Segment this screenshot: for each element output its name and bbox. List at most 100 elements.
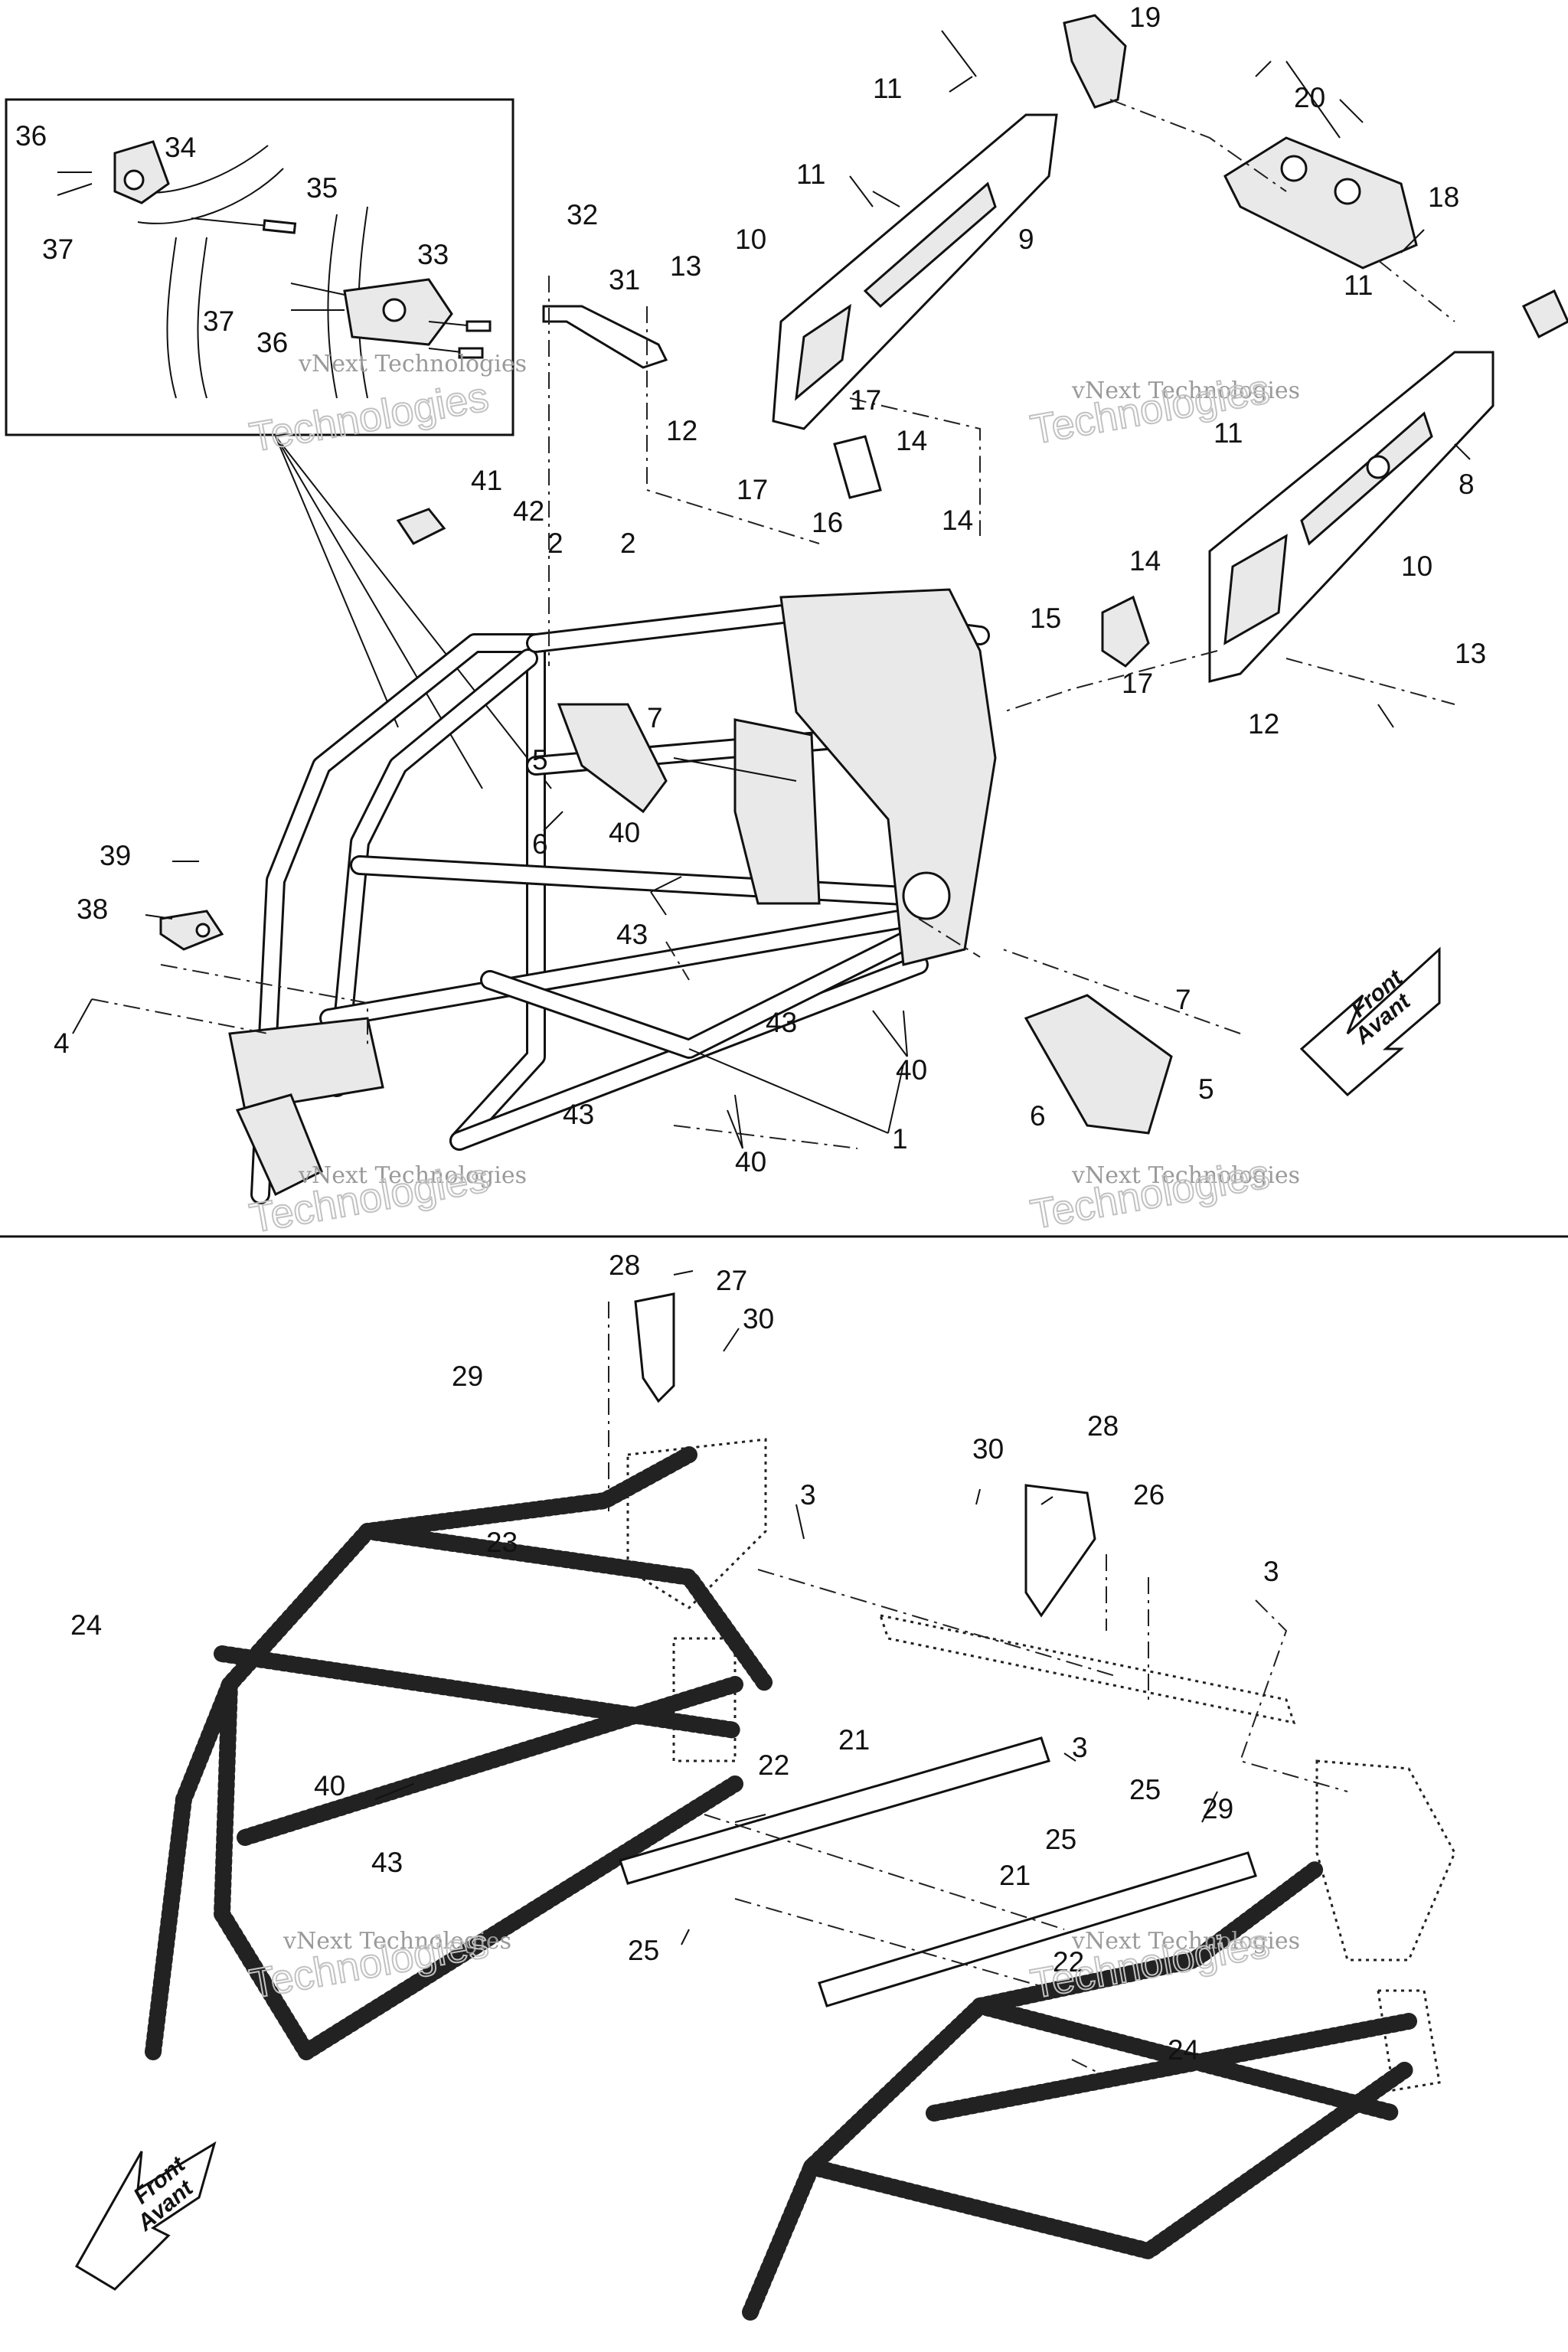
callout-22: 22 [1053, 1946, 1084, 1978]
dotted-frame-left [145, 1438, 774, 2060]
top-callout-labels: 1 2 2 4 5 5 6 6 7 7 8 9 10 10 11 11 11 1… [15, 2, 1486, 1178]
footpeg-5-left [557, 703, 668, 814]
rail-21-lower [818, 1851, 1257, 2007]
bracket-26 [1024, 1484, 1096, 1618]
main-frame [228, 588, 997, 1204]
detail-inset-box [5, 98, 514, 436]
callout-10: 10 [735, 224, 766, 255]
footpeg-5-right [1024, 994, 1173, 1135]
callout-28: 28 [609, 1250, 640, 1281]
callout-11: 11 [873, 73, 902, 104]
callout-34: 34 [165, 132, 196, 163]
callout-5: 5 [1198, 1073, 1214, 1105]
callout-21: 21 [838, 1724, 870, 1756]
watermark-small: vNext Technologies [298, 351, 527, 377]
callout-40: 40 [735, 1146, 766, 1178]
side-panel-8 [1208, 351, 1494, 683]
callout-12: 12 [666, 415, 697, 446]
callout-11: 11 [1344, 270, 1373, 301]
bottom-callout-labels: 3 3 3 3 21 21 22 22 23 24 24 25 25 25 26… [70, 1250, 1279, 2066]
callout-19: 19 [1129, 2, 1161, 33]
callout-40: 40 [314, 1770, 345, 1802]
bracket-27 [634, 1292, 675, 1403]
callout-30: 30 [743, 1303, 774, 1334]
callout-11: 11 [1214, 417, 1243, 449]
bottom-leaders [374, 1270, 1218, 1945]
bracket-15 [1101, 595, 1150, 668]
callout-42: 42 [513, 495, 544, 527]
callout-27: 27 [716, 1265, 747, 1296]
callout-1: 1 [892, 1123, 908, 1155]
callout-25: 25 [628, 1935, 659, 1966]
bottom-panel: 3 3 3 3 21 21 22 22 23 24 24 25 25 25 26… [70, 1250, 1456, 2321]
callout-18: 18 [1428, 181, 1459, 213]
front-arrow-bottom: Front Avant [74, 2141, 217, 2291]
callout-22: 22 [758, 1749, 789, 1781]
callout-6: 6 [1030, 1100, 1046, 1132]
callout-32: 32 [567, 199, 598, 230]
callout-9: 9 [1018, 224, 1034, 255]
rail-21-upper [619, 1736, 1050, 1885]
inset-drawing [57, 140, 492, 399]
callout-43: 43 [371, 1847, 403, 1878]
callout-33: 33 [417, 239, 449, 270]
callout-11: 11 [796, 158, 825, 190]
callout-37: 37 [42, 234, 74, 265]
callout-38: 38 [77, 893, 108, 925]
callout-37: 37 [203, 305, 234, 337]
callout-26: 26 [1133, 1479, 1165, 1511]
callout-29: 29 [1202, 1793, 1233, 1824]
callout-41: 41 [471, 465, 502, 496]
callout-31: 31 [609, 264, 640, 296]
callout-7: 7 [647, 702, 663, 733]
callout-3: 3 [1072, 1732, 1088, 1763]
callout-21: 21 [999, 1860, 1031, 1891]
bracket-16 [833, 435, 882, 499]
callout-28: 28 [1087, 1410, 1119, 1442]
callout-16: 16 [812, 507, 843, 538]
callout-14: 14 [896, 425, 927, 456]
callout-3: 3 [1263, 1556, 1279, 1587]
callout-10: 10 [1401, 550, 1432, 582]
callout-6: 6 [532, 828, 548, 860]
callout-24: 24 [70, 1609, 102, 1641]
bracket-31 [542, 305, 668, 369]
callout-14: 14 [1129, 545, 1161, 577]
callout-17: 17 [737, 474, 768, 505]
callout-13: 13 [670, 250, 701, 282]
callout-4: 4 [54, 1027, 70, 1059]
bracket-18 [1223, 136, 1418, 270]
callout-35: 35 [306, 172, 338, 204]
callout-43: 43 [563, 1099, 594, 1130]
side-panel-9 [772, 113, 1058, 430]
callout-13: 13 [1455, 638, 1486, 669]
callout-36: 36 [256, 327, 288, 358]
callout-25: 25 [1129, 1774, 1161, 1805]
bracket-41 [396, 508, 446, 545]
bracket-38 [159, 910, 224, 951]
watermark-small: vNext Technologies [1071, 1162, 1300, 1189]
callout-14: 14 [942, 505, 973, 536]
callout-39: 39 [100, 840, 131, 871]
callout-12: 12 [1248, 708, 1279, 740]
top-leaders [72, 30, 1471, 1149]
callout-36: 36 [15, 120, 47, 152]
callout-25: 25 [1045, 1824, 1076, 1855]
bracket-19 [1063, 14, 1127, 109]
callout-20: 20 [1294, 82, 1325, 113]
callout-3: 3 [800, 1479, 816, 1511]
callout-30: 30 [972, 1433, 1004, 1465]
top-panel: 1 2 2 4 5 5 6 6 7 7 8 9 10 10 11 11 11 1… [5, 2, 1568, 1243]
callout-17: 17 [1122, 668, 1153, 699]
callout-15: 15 [1030, 603, 1061, 634]
callout-5: 5 [532, 744, 548, 776]
callout-8: 8 [1459, 469, 1475, 500]
watermark-small: vNext Technologies [1071, 377, 1300, 404]
callout-17: 17 [850, 384, 881, 416]
callout-24: 24 [1168, 2034, 1199, 2066]
callout-40: 40 [896, 1054, 927, 1086]
callout-43: 43 [616, 919, 648, 950]
front-arrow-top: Front Avant [1299, 946, 1441, 1097]
watermark-small: vNext Technologies [298, 1162, 527, 1189]
